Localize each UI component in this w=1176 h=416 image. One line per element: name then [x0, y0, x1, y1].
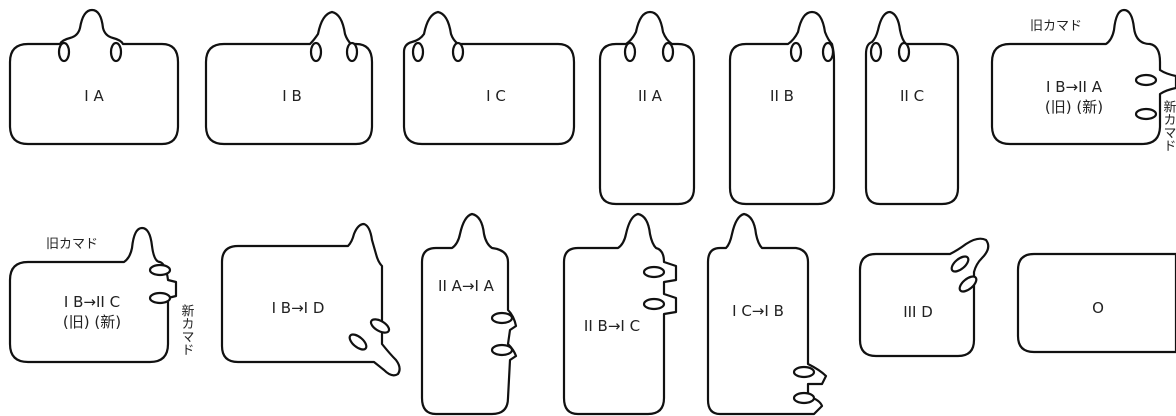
label-ic-ib: I C→I B — [732, 302, 784, 320]
label-ic: I C — [486, 87, 506, 105]
label-ib-iia-2: (旧) (新) — [1045, 98, 1103, 116]
label-ia: I A — [84, 87, 104, 105]
label-o: O — [1092, 299, 1104, 317]
label-iiid: III D — [903, 303, 933, 321]
label-iic: II C — [900, 87, 924, 105]
panel-ib-id: I B→I D — [220, 222, 401, 377]
label-ib-id: I B→I D — [272, 299, 325, 317]
note-old-hearth-2: 旧カマド — [46, 237, 98, 252]
panel-ia: I A — [8, 8, 180, 146]
note-old-hearth: 旧カマド — [1030, 19, 1082, 34]
panel-iib-ic: II B→I C — [562, 212, 678, 416]
panel-iib: II B — [728, 10, 836, 206]
label-ib: I B — [282, 87, 301, 105]
panel-ib-iic: I B→II C (旧) (新) 旧カマド 新カマド — [8, 226, 195, 364]
panel-ic: I C — [402, 10, 576, 146]
panel-iia-ia: II A→I A — [420, 212, 518, 416]
label-ib-iic-1: I B→II C — [64, 293, 120, 311]
label-iia: II A — [638, 87, 663, 105]
panel-o: O — [1016, 252, 1176, 354]
label-ib-iia-1: I B→II A — [1046, 78, 1103, 96]
panel-ic-ib: I C→I B — [706, 212, 828, 416]
label-ib-iic-2: (旧) (新) — [63, 313, 121, 331]
panel-iic: II C — [864, 10, 960, 206]
panel-iia: II A — [598, 10, 696, 206]
note-new-hearth: 新カマド — [1161, 99, 1176, 152]
label-iib: II B — [770, 87, 794, 105]
panel-ib-iia: I B→II A (旧) (新) 旧カマド 新カマド — [990, 8, 1176, 152]
note-new-hearth-2: 新カマド — [179, 303, 195, 356]
panel-iiid: III D — [858, 237, 990, 358]
label-iib-ic: II B→I C — [584, 317, 640, 335]
panel-ib: I B — [204, 10, 374, 146]
label-iia-ia: II A→I A — [438, 277, 495, 295]
